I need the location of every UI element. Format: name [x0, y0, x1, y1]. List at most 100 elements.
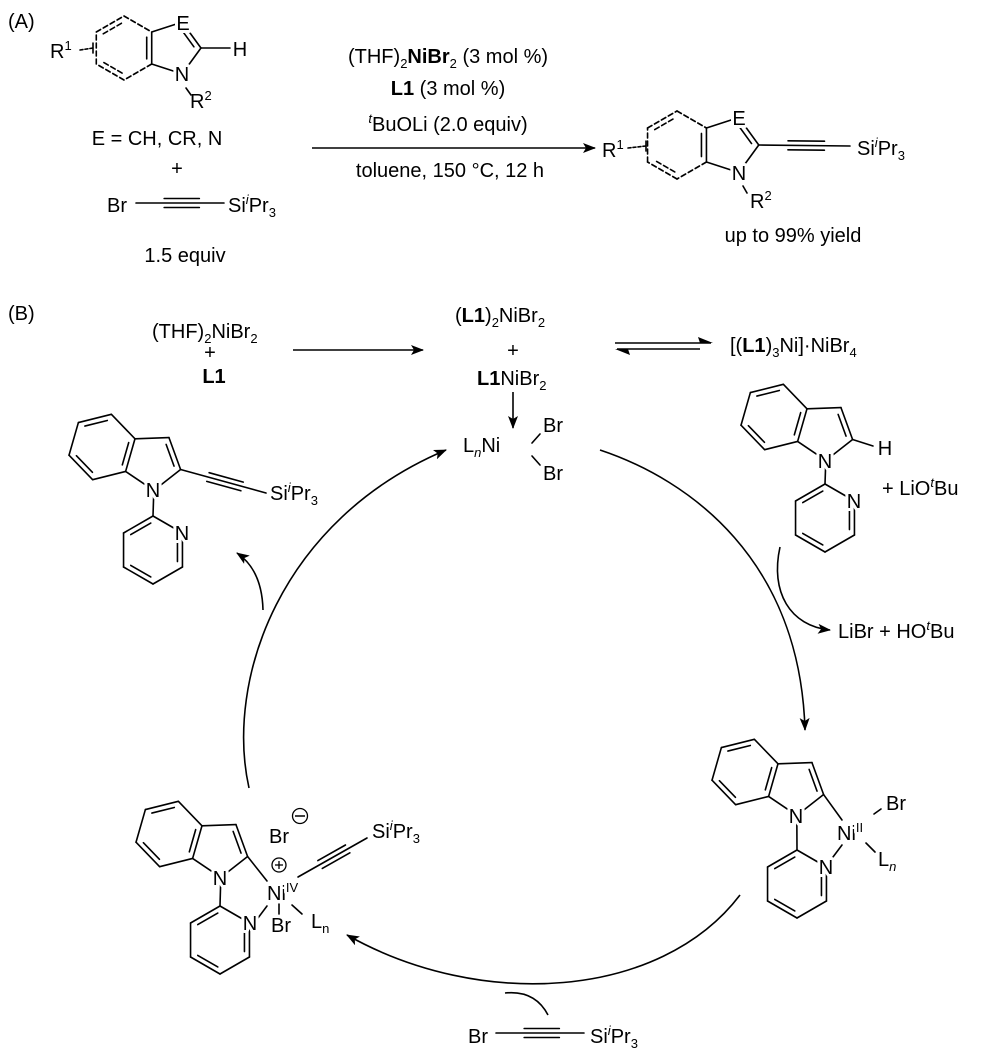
equilibrium-arrows: [615, 337, 713, 355]
label-segment: Ni: [481, 435, 500, 457]
atom-h-label: H: [233, 39, 247, 61]
alkyne-bond: [317, 844, 347, 862]
label-segment: 2: [250, 331, 257, 346]
ring-bond: [740, 391, 752, 427]
alkyne-bond: [205, 480, 242, 492]
label-segment: E: [176, 13, 189, 35]
pyridine-bond: [219, 956, 251, 975]
ring-bond: [150, 21, 183, 33]
ring-bond: [676, 161, 708, 180]
label-segment: IV: [286, 880, 299, 895]
r1-bond: [627, 145, 647, 149]
pyridine-bond: [766, 849, 798, 868]
cycle-arrow-oxidative-addition: [346, 894, 741, 985]
double-bond-line: [196, 954, 219, 968]
double-bond-line: [653, 117, 676, 131]
double-bond-line: [747, 424, 766, 444]
double-bond-line: [102, 22, 123, 35]
label-segment: N: [213, 868, 227, 890]
active-catalyst-label: LnNi: [463, 435, 500, 460]
ni-br-bond: [531, 455, 541, 466]
n-pyridyl-bond: [219, 876, 222, 907]
product-atom-n-label: N: [732, 163, 746, 185]
label-segment: L1: [202, 366, 225, 388]
ring-bond: [740, 424, 766, 451]
label-segment: Br: [886, 793, 906, 815]
label-segment: L1: [462, 305, 485, 327]
label-segment: N: [819, 857, 833, 879]
alkyne-bond: [297, 837, 368, 878]
reagent-entry-arrow: [504, 991, 549, 1016]
bromide-label: Br: [543, 415, 563, 437]
label-segment: up to 99% yield: [725, 225, 862, 247]
label-segment: Pr: [249, 195, 269, 217]
label-segment: (: [455, 305, 462, 327]
label-segment: 1: [616, 137, 623, 152]
reagent-silyl-label: SiiPr3: [590, 1023, 638, 1051]
label-segment: L1: [742, 335, 765, 357]
condition-catalyst: (THF)2NiBr2 (3 mol %): [348, 46, 548, 71]
pyridine-bond: [824, 483, 856, 502]
label-segment: LiBr + HO: [838, 621, 926, 643]
condition-base: tBuOLi (2.0 equiv): [368, 111, 527, 136]
label-segment: Si: [270, 483, 288, 505]
label-segment: t: [930, 475, 935, 490]
double-bond-line: [801, 490, 824, 504]
label-segment: 3: [413, 831, 420, 846]
ring-bond: [201, 823, 237, 827]
ring-bond: [134, 436, 170, 440]
product-release-arrow: [236, 552, 264, 611]
charges: [271, 807, 309, 873]
product-pyridine-n-label: N: [175, 523, 189, 545]
pyridine-bond: [189, 905, 221, 924]
label-segment: Pr: [393, 821, 413, 843]
label-segment: Ni: [267, 883, 286, 905]
pyridine-bond: [796, 849, 828, 868]
pyridine-bond: [794, 483, 826, 502]
structure-bonds: [68, 15, 882, 1039]
alkyne-bond: [757, 144, 851, 147]
label-segment: N: [789, 806, 803, 828]
c-ni-bond: [822, 793, 843, 821]
label-segment: NiBr: [500, 368, 539, 390]
label-segment: Si: [372, 821, 390, 843]
label-segment: R: [190, 91, 204, 113]
ring-bond: [110, 413, 136, 440]
pyridine-bond: [189, 956, 221, 975]
pyridine-bond: [152, 515, 184, 534]
ring-bond: [646, 110, 678, 129]
double-bond-line: [727, 744, 752, 752]
equivalents-text: 1.5 equiv: [144, 245, 225, 267]
nickel-ii-ligand-label: Ln: [878, 849, 896, 874]
double-bond-line: [756, 389, 781, 397]
ring-bond: [68, 454, 94, 481]
atom-e-label: E: [176, 13, 189, 35]
ring-bond: [749, 383, 785, 394]
pyridine-bond: [219, 905, 251, 924]
label-segment: N: [175, 523, 189, 545]
label-segment: toluene, 150 °C, 12 h: [356, 160, 544, 182]
ionic-complex-label: [(L1)3Ni]·NiBr4: [730, 335, 857, 360]
label-segment: + LiO: [882, 478, 930, 500]
label-segment: +: [204, 342, 216, 364]
label-segment: NiBr: [211, 321, 250, 343]
double-bond-line: [764, 766, 773, 791]
n-ni-bond: [257, 905, 268, 919]
ring-bond: [734, 795, 770, 806]
ring-bond: [150, 63, 183, 75]
ring-bond: [77, 413, 113, 424]
double-bond-line: [737, 124, 753, 145]
label-segment: Br: [269, 826, 289, 848]
pyridine-bond: [824, 534, 856, 553]
pyridine-bond: [152, 566, 184, 585]
label-segment: t: [926, 618, 931, 633]
alkyne-bond: [179, 468, 267, 494]
byproduct-label: LiBr + HOtBu: [838, 618, 954, 643]
label-segment: Bu: [934, 478, 958, 500]
label-segment: 3: [269, 205, 276, 220]
n-pyridyl-bond: [152, 489, 155, 517]
plus-sign: +: [507, 340, 519, 362]
reverse-half-head: [615, 349, 630, 355]
ring-bond: [711, 779, 737, 806]
ring-bond: [68, 421, 80, 457]
